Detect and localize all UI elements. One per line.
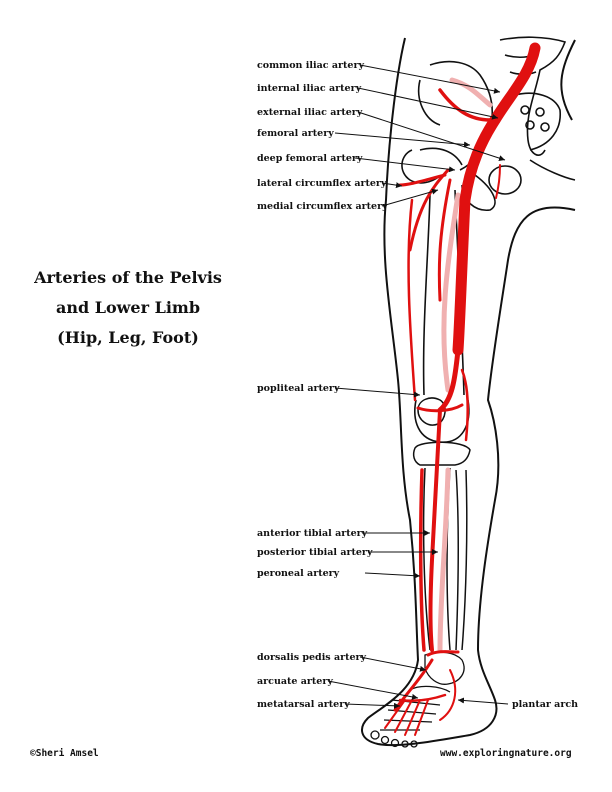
pointer-internal-iliac (357, 87, 499, 120)
label-anterior-tibial-artery: anterior tibial artery (257, 528, 368, 539)
label-metatarsal-artery: metatarsal artery (257, 699, 350, 710)
label-popliteal-artery: popliteal artery (257, 383, 340, 394)
pointer-external-iliac (357, 111, 506, 161)
knee-bones (412, 397, 471, 466)
label-medial-circumflex-artery: medial circumflex artery (257, 201, 388, 212)
pointer-dorsalis-pedis (359, 656, 427, 672)
pointer-peroneal (364, 572, 421, 579)
pointer-arcuate (327, 680, 419, 700)
label-plantar-arch: plantar arch (512, 699, 579, 710)
label-peroneal-artery: peroneal artery (257, 568, 340, 579)
label-external-iliac-artery: external iliac artery (257, 107, 363, 118)
title-line-1: Arteries of the Pelvis (34, 268, 222, 287)
label-femoral-artery: femoral artery (257, 128, 334, 139)
red-arteries-thin (384, 164, 501, 736)
light-arteries (437, 77, 493, 653)
pointer-common-iliac (359, 64, 501, 94)
label-posterior-tibial-artery: posterior tibial artery (257, 547, 373, 558)
pointer-femoral (334, 132, 471, 148)
label-deep-femoral-artery: deep femoral artery (257, 153, 363, 164)
pointer-plantar-arch (457, 697, 509, 705)
label-lateral-circumflex-artery: lateral circumflex artery (257, 178, 387, 189)
copyright-text: ©Sheri Amsel (30, 748, 99, 759)
tibia-fibula-bones (422, 467, 468, 651)
pelvis-bones (418, 36, 576, 211)
title-line-3: (Hip, Leg, Foot) (57, 328, 199, 347)
leg-outline (361, 37, 576, 747)
pointer-medial-circumflex (381, 188, 439, 207)
pointer-deep-femoral (354, 157, 456, 173)
pointer-lateral-circumflex (381, 182, 403, 189)
pointer-popliteal (334, 387, 421, 398)
title-line-2: and Lower Limb (55, 298, 201, 317)
label-dorsalis-pedis-artery: dorsalis pedis artery (257, 652, 367, 663)
pointer-metatarsal (344, 702, 401, 709)
label-common-iliac-artery: common iliac artery (257, 60, 364, 71)
label-internal-iliac-artery: internal iliac artery (257, 83, 362, 94)
website-text: www.exploringnature.org (440, 748, 572, 759)
red-arteries (384, 42, 541, 736)
pointer-lines (327, 64, 509, 709)
label-arcuate-artery: arcuate artery (257, 676, 333, 687)
